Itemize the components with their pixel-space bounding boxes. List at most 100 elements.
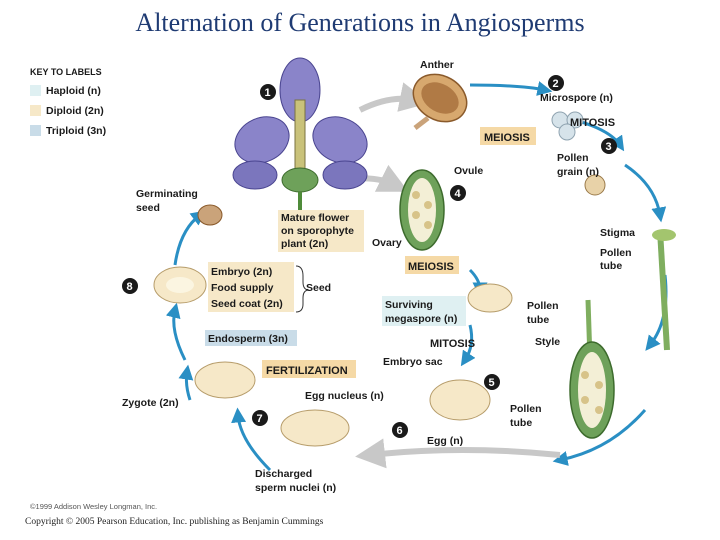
step-8: 8: [122, 278, 138, 294]
label-stigma: Stigma: [600, 227, 635, 239]
label-germinating-2: seed: [136, 202, 160, 214]
label-pollen-tube-a2: tube: [600, 260, 622, 272]
label-egg-nucleus: Egg nucleus (n): [305, 390, 384, 402]
label-egg: Egg (n): [427, 435, 463, 447]
embryo-sac-illustration: [429, 379, 491, 421]
fertilization-box: [262, 360, 356, 378]
svg-text:7: 7: [257, 413, 263, 425]
label-meiosis-mid: MEIOSIS: [408, 261, 454, 273]
svg-text:1: 1: [265, 87, 271, 99]
publisher-note: ©1999 Addison Wesley Longman, Inc.: [30, 502, 158, 511]
step-7: 7: [252, 410, 268, 426]
key-swatch-triploid: [30, 125, 41, 136]
label-zygote: Zygote (2n): [122, 397, 179, 409]
label-discharged-1: Discharged: [255, 468, 312, 480]
endosperm-illustration: [194, 361, 256, 399]
step-1: 1: [260, 84, 276, 100]
page-title: Alternation of Generations in Angiosperm…: [135, 8, 585, 37]
mature-flower: [232, 57, 368, 235]
svg-text:8: 8: [127, 281, 133, 293]
petal-lower-left: [232, 160, 278, 190]
key-label-diploid: Diploid (2n): [46, 105, 104, 117]
arrow-to-anther-top: [469, 81, 553, 96]
egg-cell-illustration: [280, 409, 350, 447]
label-germinating-1: Germinating: [136, 188, 198, 200]
key-label-haploid: Haploid (n): [46, 85, 101, 97]
label-pollen-grain-2: grain (n): [557, 166, 599, 178]
step-2: 2: [548, 75, 564, 91]
key-to-labels: KEY TO LABELS Haploid (n) Diploid (2n) T…: [30, 67, 106, 137]
microspores-illustration: [551, 111, 584, 141]
key-label-triploid: Triploid (3n): [46, 125, 106, 137]
endosperm-box: [205, 330, 297, 346]
arrow-zygote-up: [178, 364, 194, 401]
arrow-right-bottom: [552, 409, 647, 466]
label-mature-2: on sporophyte: [281, 225, 354, 237]
svg-text:4: 4: [455, 188, 462, 200]
copyright-notice: Copyright © 2005 Pearson Education, Inc.…: [25, 517, 324, 527]
label-endosperm: Endosperm (3n): [208, 333, 288, 345]
embryo-labels-box: [208, 262, 294, 312]
svg-text:6: 6: [397, 425, 403, 437]
svg-text:5: 5: [489, 377, 495, 389]
arrow-flower-to-anther: [358, 82, 430, 113]
label-pollen-grain-1: Pollen: [557, 152, 589, 164]
step-6: 6: [392, 422, 408, 438]
flower-pistil: [294, 99, 306, 171]
label-pollen-tube-a1: Pollen: [600, 247, 632, 259]
arrow-seed-up: [165, 302, 187, 361]
arrow-discharge-to-zygote: [231, 407, 272, 472]
pollen-grain-illustration: [584, 174, 606, 196]
label-seed-coat: Seed coat (2n): [211, 298, 283, 310]
arrow-bottom-return: [355, 438, 561, 469]
label-discharged-2: sperm nuclei (n): [255, 482, 336, 494]
seed-illustration: [153, 266, 207, 304]
label-pollen-tube-b1: Pollen: [527, 300, 559, 312]
key-heading: KEY TO LABELS: [30, 67, 102, 77]
mature-flower-box: [278, 210, 364, 252]
flower-ovary: [281, 167, 319, 193]
petal-right: [312, 116, 368, 164]
svg-text:2: 2: [553, 78, 559, 90]
label-embryo: Embryo (2n): [211, 266, 272, 278]
surviving-box: [382, 296, 466, 326]
label-surviving-1: Surviving: [385, 299, 433, 311]
svg-text:3: 3: [606, 141, 612, 153]
petal-left: [234, 116, 290, 164]
label-ovary: Ovary: [372, 237, 402, 249]
petal-lower-right: [322, 160, 368, 190]
label-mitosis-mid: MITOSIS: [430, 338, 475, 350]
arrow-pollen-to-stigma: [624, 163, 667, 223]
label-fertilization: FERTILIZATION: [266, 365, 348, 377]
step-3: 3: [601, 138, 617, 154]
step-5: 5: [484, 374, 500, 390]
label-pollen-tube-c2: tube: [510, 417, 532, 429]
label-mature-1: Mature flower: [281, 212, 349, 224]
arrow-germinate-up: [173, 210, 206, 266]
meiosis-mid-box: [405, 256, 459, 274]
label-ovule: Ovule: [454, 165, 483, 177]
ovary-illustration: [399, 169, 445, 251]
meiosis-top-box: [480, 127, 536, 145]
anther-illustration: [412, 73, 468, 130]
label-mature-3: plant (2n): [281, 238, 328, 250]
key-swatch-diploid: [30, 105, 41, 116]
pistil-right-illustration: [569, 229, 676, 439]
key-swatch-haploid: [30, 85, 41, 96]
label-surviving-2: megaspore (n): [385, 313, 457, 325]
arrow-mitosis-down: [460, 324, 476, 367]
label-mitosis-top: MITOSIS: [570, 117, 615, 129]
label-microspore: Microspore (n): [540, 92, 613, 104]
label-pollen-tube-b2: tube: [527, 314, 549, 326]
label-food-supply: Food supply: [211, 282, 274, 294]
label-embryo-sac: Embryo sac: [383, 356, 443, 368]
label-anther: Anther: [420, 59, 454, 71]
label-pollen-tube-c1: Pollen: [510, 403, 542, 415]
label-style: Style: [535, 336, 560, 348]
seed-brace: [295, 265, 310, 313]
label-seed: Seed: [306, 282, 331, 294]
step-4: 4: [450, 185, 466, 201]
germinating-seed-illustration: [197, 204, 223, 226]
label-meiosis-top: MEIOSIS: [484, 132, 530, 144]
